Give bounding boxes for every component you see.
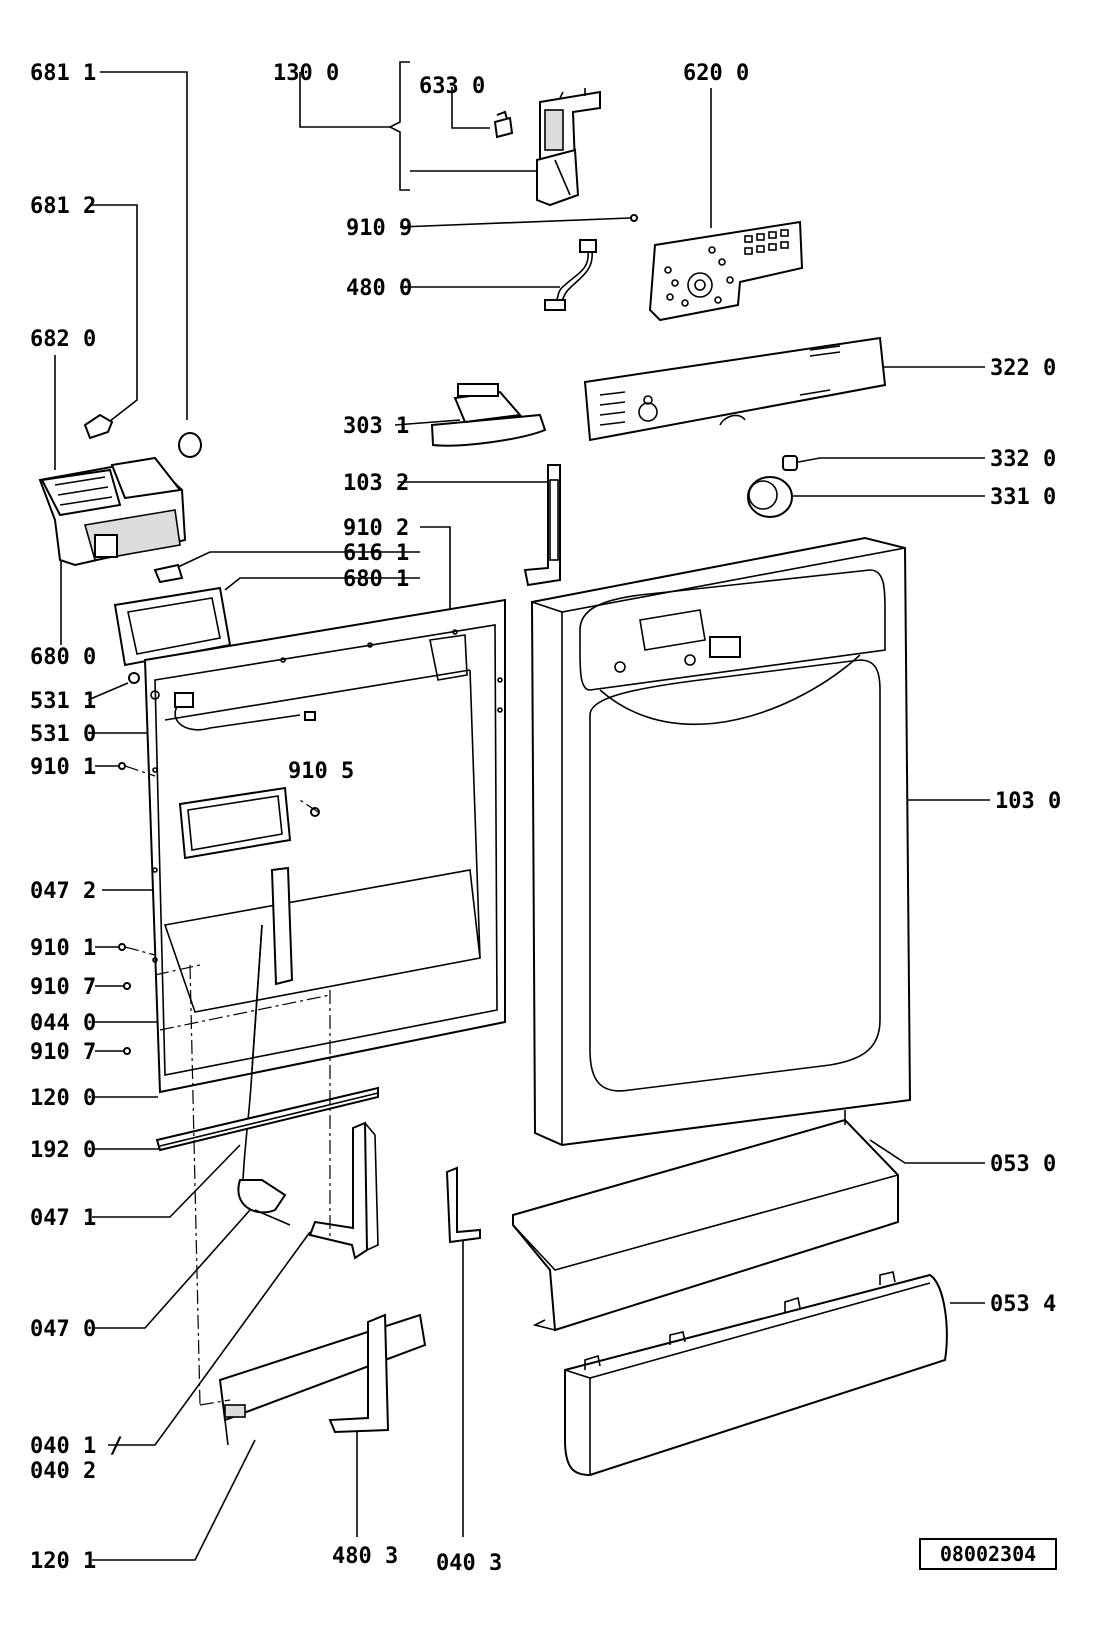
label-040-3: 040 3 — [436, 1551, 502, 1576]
label-682-0: 682 0 — [30, 327, 96, 352]
wire-harness-part — [544, 239, 597, 311]
control-panel-part — [583, 336, 887, 442]
control-board-part — [648, 220, 804, 322]
microswitch-part — [493, 110, 514, 139]
label-120-1: 120 1 — [30, 1549, 96, 1574]
label-044-0: 044 0 — [30, 1011, 96, 1036]
clip-part — [153, 563, 184, 584]
door-lock-part — [536, 88, 601, 207]
label-047-2: 047 2 — [30, 879, 96, 904]
side-bracket-part — [445, 1166, 481, 1244]
outer-door-part — [530, 536, 912, 1147]
label-053-0: 053 0 — [990, 1152, 1056, 1177]
label-620-0: 620 0 — [683, 61, 749, 86]
rail-part — [155, 1086, 379, 1152]
part-labels: 681 1 130 0 633 0 620 0 681 2 910 9 480 … — [30, 61, 1061, 1576]
hinge-bracket-part — [308, 1121, 379, 1260]
label-047-0: 047 0 — [30, 1317, 96, 1342]
label-681-2: 681 2 — [30, 194, 96, 219]
label-480-0: 480 0 — [346, 276, 412, 301]
toe-kick-part — [512, 1110, 899, 1332]
cap-part — [178, 432, 202, 458]
label-616-1: 616 1 — [343, 541, 409, 566]
label-332-0: 332 0 — [990, 447, 1056, 472]
label-303-1: 303 1 — [343, 414, 409, 439]
label-680-1: 680 1 — [343, 567, 409, 592]
drawing-number: 08002304 — [919, 1538, 1057, 1570]
label-103-2: 103 2 — [343, 471, 409, 496]
label-910-9: 910 9 — [346, 216, 412, 241]
spring-part — [237, 924, 291, 1226]
construction-lines — [154, 964, 331, 1406]
label-103-0: 103 0 — [995, 789, 1061, 814]
label-910-7: 910 7 — [30, 975, 96, 1000]
knob-part — [747, 455, 798, 518]
label-910-5: 910 5 — [288, 759, 354, 784]
label-047-1: 047 1 — [30, 1206, 96, 1231]
screw-part — [630, 214, 638, 222]
bracket-part — [523, 464, 561, 587]
inner-door-panel-part — [143, 598, 506, 1094]
dispenser-part — [38, 456, 187, 567]
label-331-0: 331 0 — [990, 485, 1056, 510]
label-322-0: 322 0 — [990, 356, 1056, 381]
label-531-0: 531 0 — [30, 722, 96, 747]
label-130-0: 130 0 — [273, 61, 339, 86]
label-910-1: 910 1 — [30, 755, 96, 780]
label-910-2: 910 2 — [343, 516, 409, 541]
lid-part — [83, 413, 114, 440]
label-531-1: 531 1 — [30, 689, 96, 714]
support-part — [328, 1313, 390, 1434]
label-680-0: 680 0 — [30, 645, 96, 670]
label-681-1: 681 1 — [30, 61, 96, 86]
label-480-3: 480 3 — [332, 1544, 398, 1569]
label-053-4: 053 4 — [990, 1292, 1056, 1317]
label-910-1-b: 910 1 — [30, 936, 96, 961]
label-910-7-b: 910 7 — [30, 1040, 96, 1065]
label-633-0: 633 0 — [419, 74, 485, 99]
kick-panel-part — [564, 1271, 948, 1477]
screws-group — [118, 762, 320, 1055]
parts-drawings — [38, 88, 948, 1477]
label-040-2: 040 2 — [30, 1459, 96, 1484]
label-040-1: 040 1 / — [30, 1434, 123, 1459]
washer-part — [128, 672, 140, 684]
bottom-strip-part — [218, 1313, 427, 1446]
label-192-0: 192 0 — [30, 1138, 96, 1163]
label-120-0: 120 0 — [30, 1086, 96, 1111]
door-handle-part — [430, 383, 547, 447]
